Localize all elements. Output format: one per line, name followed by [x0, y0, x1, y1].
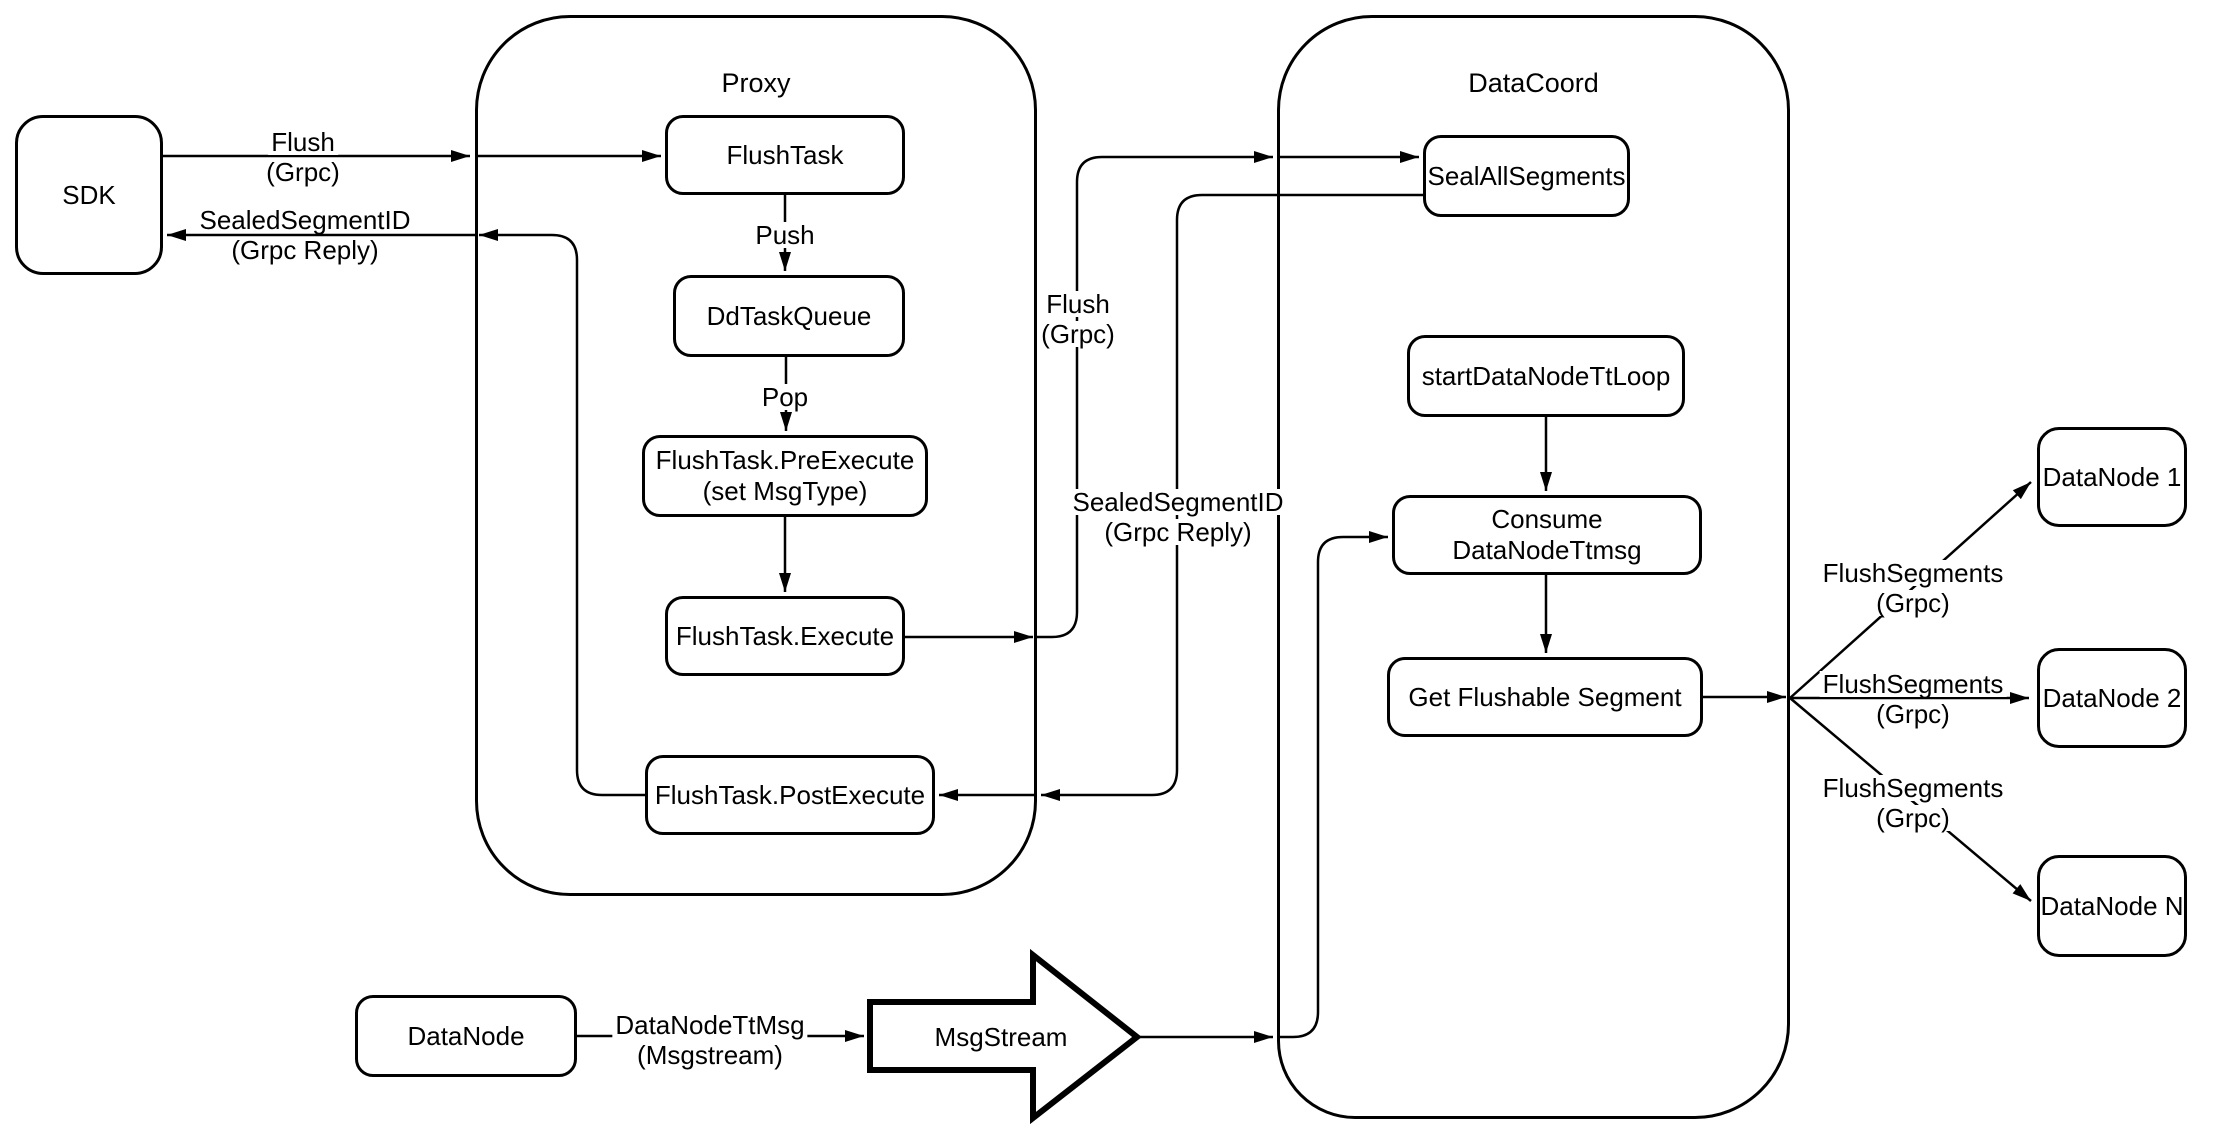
- node-ddtaskqueue-label: DdTaskQueue: [706, 300, 872, 331]
- edge-proxyedge-to-datacoordedge: [1037, 151, 1273, 639]
- edge-label-sealedsegmentid-sdk: SealedSegmentID (Grpc Reply): [196, 207, 414, 263]
- edge-label-flushsegments-1: FlushSegments (Grpc): [1819, 560, 2007, 616]
- node-startdatanodettloop-label: startDataNodeTtLoop: [1421, 360, 1671, 391]
- edge-label-sealedsegmentid-channel: SealedSegmentID (Grpc Reply): [1069, 489, 1287, 545]
- node-flushtask-preexecute-label-line2: (set MsgType): [702, 476, 868, 506]
- node-flushtask-postexecute-label: FlushTask.PostExecute: [654, 779, 926, 810]
- node-startdatanodettloop: startDataNodeTtLoop: [1407, 335, 1685, 417]
- node-datanode-n: DataNode N: [2037, 855, 2187, 957]
- node-datanode-1: DataNode 1: [2037, 427, 2187, 527]
- node-flushtask: FlushTask: [665, 115, 905, 195]
- edge-label-flushsegments-2: FlushSegments (Grpc): [1819, 671, 2007, 727]
- node-consume-datanodettmsg: Consume DataNodeTtmsg: [1392, 495, 1702, 575]
- node-datanode-2-label: DataNode 2: [2042, 682, 2182, 713]
- edge-label-datanodettmsg: DataNodeTtMsg (Msgstream): [612, 1012, 808, 1068]
- node-flushtask-label: FlushTask: [726, 139, 844, 170]
- node-sealallsegments-label: SealAllSegments: [1427, 160, 1626, 191]
- node-datanode-1-label: DataNode 1: [2042, 461, 2182, 492]
- node-datanode-2: DataNode 2: [2037, 648, 2187, 748]
- edge-label-flush-grpc-sdk: Flush (Grpc): [263, 129, 343, 185]
- node-get-flushable-segment-label: Get Flushable Segment: [1408, 681, 1682, 712]
- msgstream-label: MsgStream: [934, 1022, 1068, 1052]
- node-flushtask-preexecute-label-line1: FlushTask.PreExecute: [655, 445, 915, 475]
- node-sealallsegments: SealAllSegments: [1423, 135, 1630, 217]
- edge-label-flush-grpc-channel: Flush (Grpc): [1038, 291, 1118, 347]
- node-datanode-label: DataNode: [407, 1020, 525, 1051]
- edge-datacoordedge-to-consume: [1277, 531, 1388, 1039]
- node-flushtask-postexecute: FlushTask.PostExecute: [645, 755, 935, 835]
- node-ddtaskqueue: DdTaskQueue: [673, 275, 905, 357]
- container-datacoord-title: DataCoord: [1468, 68, 1599, 98]
- node-datanode: DataNode: [355, 995, 577, 1077]
- node-datanode-n-label: DataNode N: [2040, 890, 2184, 921]
- node-get-flushable-segment: Get Flushable Segment: [1387, 657, 1703, 737]
- edge-label-flushsegments-3: FlushSegments (Grpc): [1819, 775, 2007, 831]
- edge-postexecute-to-proxyleft: [479, 229, 645, 797]
- edge-label-pop: Pop: [758, 384, 812, 410]
- node-sdk: SDK: [15, 115, 163, 275]
- container-proxy-title: Proxy: [721, 68, 791, 98]
- node-sdk-label: SDK: [62, 179, 116, 210]
- node-flushtask-execute: FlushTask.Execute: [665, 596, 905, 676]
- node-consume-datanodettmsg-label: Consume DataNodeTtmsg: [1452, 504, 1642, 565]
- node-flushtask-preexecute: FlushTask.PreExecute (set MsgType): [642, 435, 928, 517]
- edge-label-push: Push: [752, 222, 818, 248]
- node-flushtask-execute-label: FlushTask.Execute: [675, 620, 895, 651]
- msgstream-block-arrow: [867, 948, 1142, 1125]
